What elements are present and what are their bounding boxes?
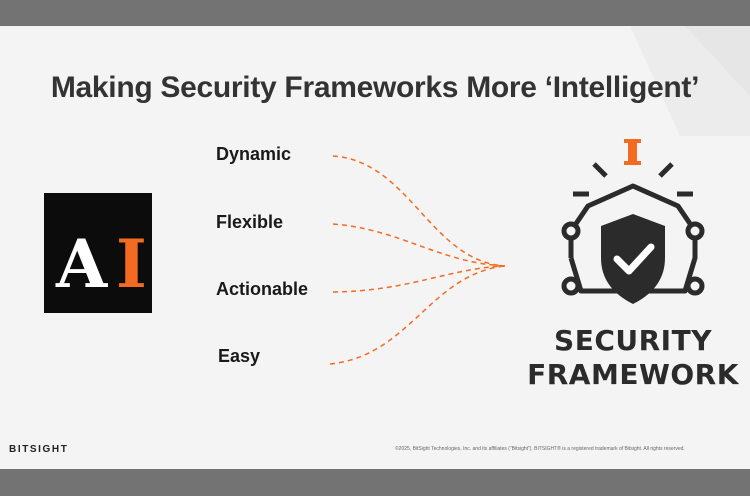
- ai-logo-letter-a: A: [55, 225, 108, 303]
- connector-dynamic: [332, 155, 506, 267]
- alert-bar: [628, 139, 637, 165]
- checkmark-icon: [613, 243, 655, 275]
- slide: Making Security Frameworks More ‘Intelli…: [0, 26, 750, 469]
- decorative-background-shape: [630, 26, 750, 136]
- ai-logo: A I: [44, 193, 152, 313]
- dashed-connector-lines: [329, 155, 506, 365]
- attribute-easy: Easy: [218, 346, 261, 366]
- connector-flexible: [332, 223, 506, 267]
- security-framework-icon: [561, 139, 705, 304]
- copyright-notice: ©2025, BitSight Technologies, Inc. and i…: [395, 446, 685, 452]
- connector-easy: [329, 265, 506, 365]
- connector-actionable: [332, 265, 506, 293]
- security-framework-line-2: FRAMEWORK: [527, 358, 739, 391]
- ai-logo-letter-i: I: [116, 225, 147, 303]
- bitsight-logo: BITSIGHT: [9, 444, 69, 455]
- security-framework-line-1: SECURITY: [554, 324, 712, 357]
- slide-title: Making Security Frameworks More ‘Intelli…: [50, 71, 700, 104]
- shield-icon: [601, 214, 665, 304]
- attribute-flexible: Flexible: [216, 212, 284, 232]
- attribute-actionable: Actionable: [216, 279, 309, 299]
- attribute-dynamic: Dynamic: [216, 144, 292, 164]
